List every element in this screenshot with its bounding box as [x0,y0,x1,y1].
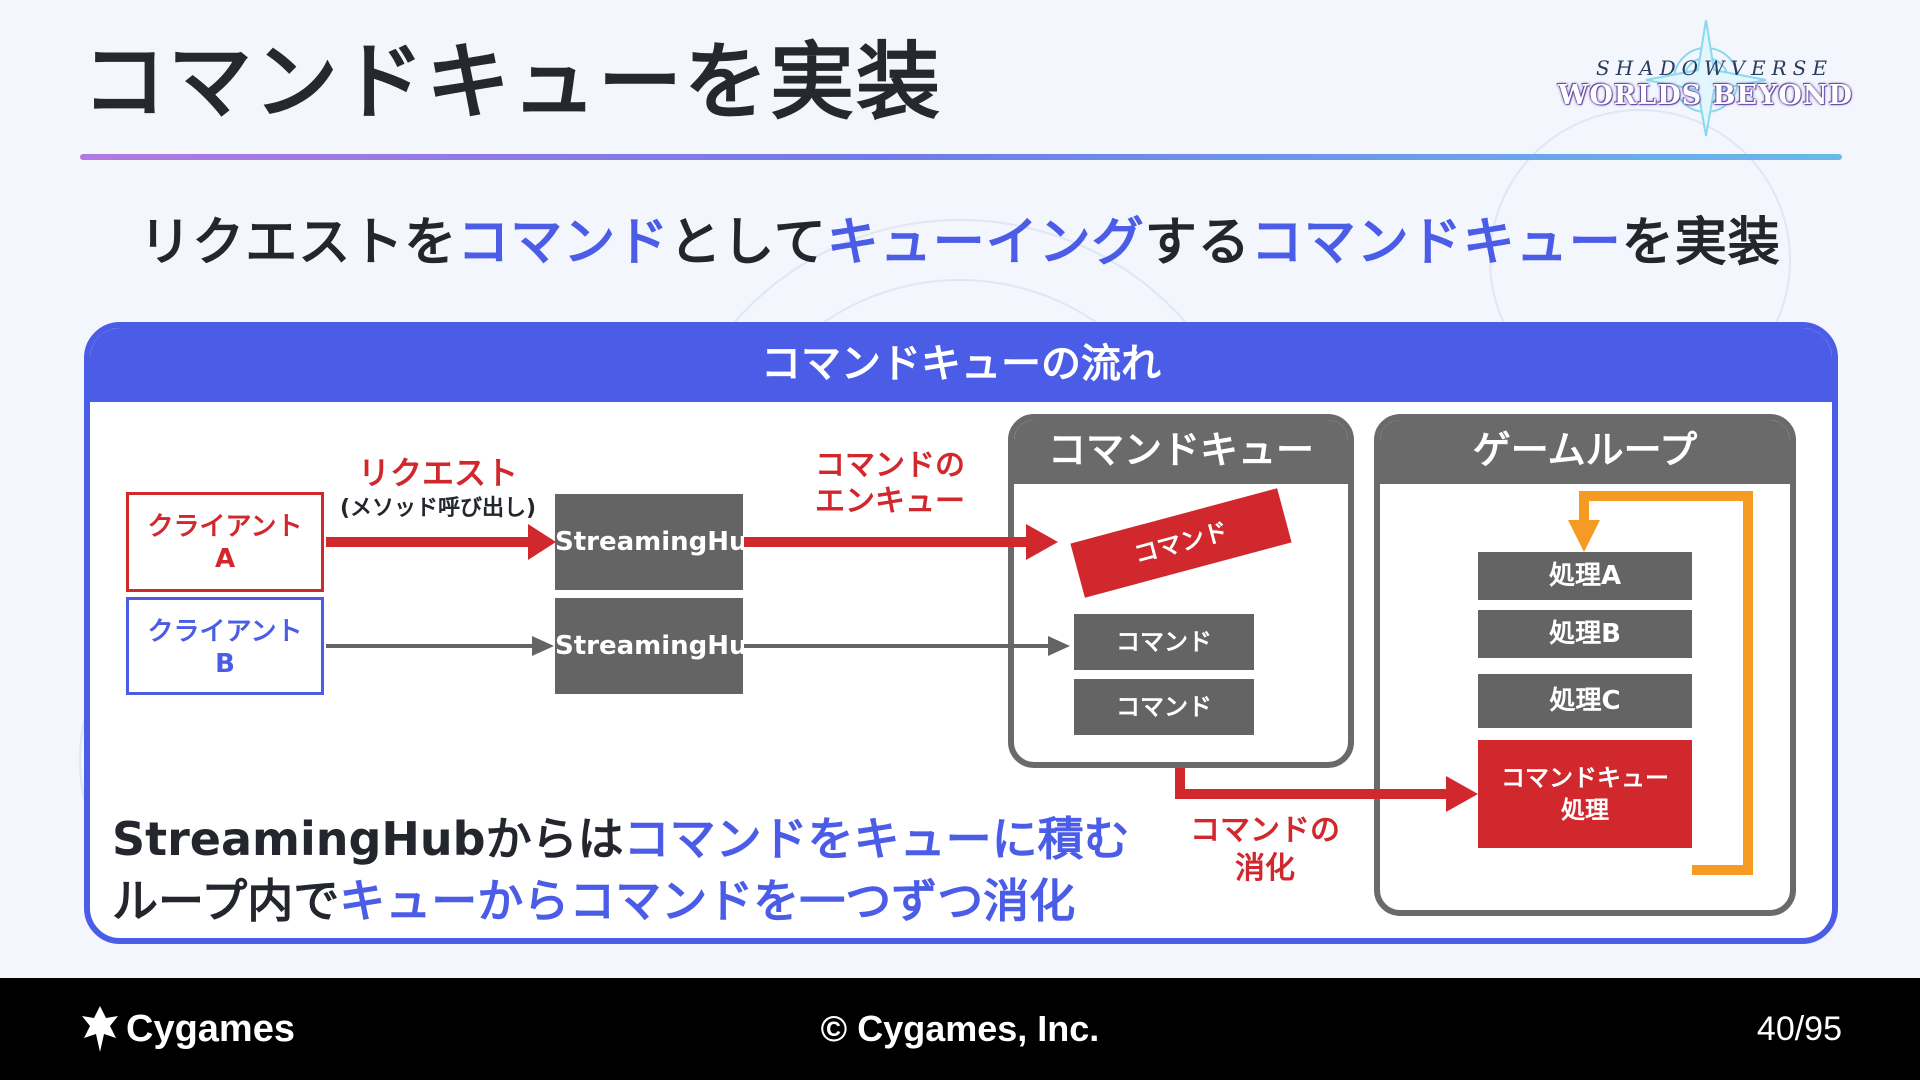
process-b: 処理B [1478,610,1692,658]
consume-label: コマンドの 消化 [1190,813,1340,886]
command-item: コマンド [1074,679,1254,735]
summary-line-1: StreamingHubからはコマンドをキューに積む [112,808,1130,870]
subtitle-highlight: キューイング [826,213,1145,273]
client-b-box: クライアント B [126,597,324,695]
subtitle-part: として [669,213,827,273]
streaming-hub-1: StreamingHub [555,494,766,590]
title-divider [80,154,1842,160]
subtitle-highlight: コマンドキュー [1250,213,1622,273]
bottom-summary: StreamingHubからはコマンドをキューに積む ループ内でキューからコマン… [112,808,1130,932]
command-queue-title: コマンドキュー [1014,420,1348,484]
footer: Cygames © Cygames, Inc. 40/95 [0,978,1920,1080]
enqueue-label: コマンドの エンキュー [815,448,965,519]
cygames-logo: Cygames [80,1002,295,1056]
logo-line-1: SHADOWVERSE [1596,56,1833,80]
subtitle-part: を実装 [1621,213,1781,273]
subtitle-part: する [1144,213,1251,273]
command-item: コマンド [1074,614,1254,670]
summary-line-2: ループ内でキューからコマンドを一つずつ消化 [112,870,1130,932]
summary-text: StreamingHubからは [112,812,624,866]
logo-line-2: WORLDS BEYOND [1558,80,1853,111]
company-name: Cygames [126,1007,295,1050]
logo-star-icon [1645,19,1767,137]
process-c: 処理C [1478,674,1692,728]
summary-highlight: コマンドをキューに積む [623,812,1130,866]
cygames-mark-icon [82,1006,118,1052]
panel-header: コマンドキューの流れ [90,328,1832,402]
subtitle-highlight: コマンド [457,213,670,273]
subtitle-part: リクエストを [139,213,458,273]
subtitle: リクエストをコマンドとしてキューイングするコマンドキューを実装 [0,200,1920,275]
request-label: リクエスト [357,454,518,492]
process-a: 処理A [1478,552,1692,600]
game-loop-title: ゲームループ [1380,420,1790,484]
shadowverse-logo: SHADOWVERSE WORLDS BEYOND [1556,18,1856,138]
client-a-box: クライアント A [126,492,324,592]
summary-highlight: キューからコマンドを一つずつ消化 [339,874,1076,928]
request-sublabel: (メソッド呼び出し) [339,496,537,521]
summary-text: ループ内で [112,874,340,928]
page-number: 40/95 [1756,1010,1842,1048]
copyright: © Cygames, Inc. [820,1008,1100,1049]
streaming-hub-2: StreamingHub [555,598,766,694]
slide-title: コマンドキューを実装 [82,33,943,131]
process-command-queue: コマンドキュー 処理 [1478,740,1692,848]
